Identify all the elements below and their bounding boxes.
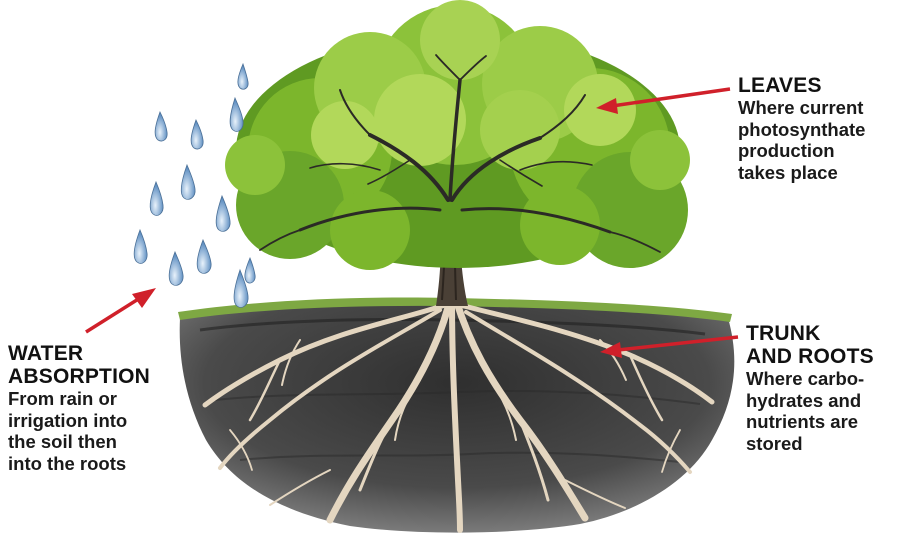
trunk-line-2: hydrates and bbox=[746, 390, 896, 412]
leaves-line-4: takes place bbox=[738, 162, 898, 184]
canopy bbox=[225, 0, 690, 270]
water-line-3: the soil then bbox=[8, 431, 188, 453]
water-line-4: into the roots bbox=[8, 453, 188, 475]
trunk-line-1: Where carbo- bbox=[746, 368, 896, 390]
water-line-1: From rain or bbox=[8, 388, 188, 410]
trunk-line-4: stored bbox=[746, 433, 896, 455]
trunk-and-roots-label: TRUNK AND ROOTS Where carbo- hydrates an… bbox=[746, 322, 896, 454]
water-title-line-2: ABSORPTION bbox=[8, 365, 188, 388]
leaves-line-1: Where current bbox=[738, 97, 898, 119]
water-absorption-label: WATER ABSORPTION From rain or irrigation… bbox=[8, 342, 188, 474]
leaves-line-2: photosynthate bbox=[738, 119, 898, 141]
trunk-line-3: nutrients are bbox=[746, 411, 896, 433]
leaves-line-3: production bbox=[738, 140, 898, 162]
trunk-title-line-1: TRUNK bbox=[746, 322, 896, 345]
water-arrow bbox=[86, 288, 156, 332]
leaves-title: LEAVES bbox=[738, 74, 898, 97]
leaves-label: LEAVES Where current photosynthate produ… bbox=[738, 74, 898, 183]
water-title-line-1: WATER bbox=[8, 342, 188, 365]
trunk-title-line-2: AND ROOTS bbox=[746, 345, 896, 368]
water-line-2: irrigation into bbox=[8, 410, 188, 432]
